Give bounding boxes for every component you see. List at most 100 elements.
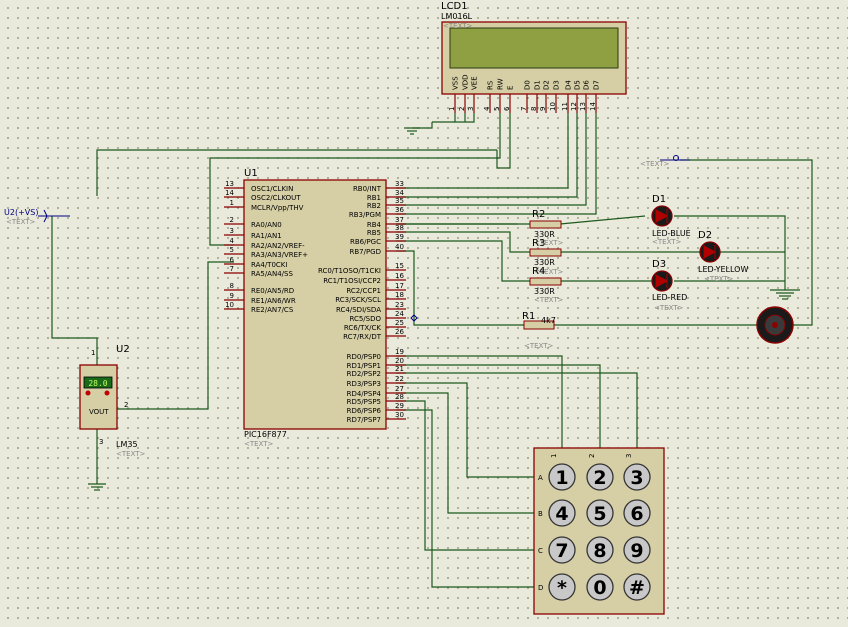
- mcu-pin-name: RE1/AN6/WR: [251, 297, 296, 305]
- keypad-key[interactable]: [586, 463, 614, 491]
- lcd-part: LM016L: [441, 12, 473, 21]
- keypad-key[interactable]: [623, 499, 651, 527]
- lcd-screen: [449, 27, 619, 69]
- resistor-r4[interactable]: R4 330R <TEXT>: [529, 266, 564, 304]
- mcu-body: [243, 179, 387, 430]
- mcu-pin-number: 22: [395, 375, 404, 383]
- d3-text: <TEXT>: [654, 304, 684, 312]
- mcu-pin-name: RB3/PGM: [349, 211, 381, 219]
- lcd-pin-name: D3: [553, 80, 561, 90]
- mcu-pin-name: RD4/PSP4: [347, 390, 382, 398]
- lcd-pin-name: VDD: [462, 74, 470, 90]
- motor-probe[interactable]: <TEXT>: [640, 155, 690, 169]
- mcu-pin-name: RD6/PSP6: [347, 407, 382, 415]
- mcu-pin-number: 4: [230, 237, 235, 245]
- lcd-pin-number: 7: [520, 107, 528, 111]
- mcu-pin-number: 40: [395, 243, 404, 251]
- lcd-pin-name: VSS: [452, 76, 460, 90]
- keypad-row-label: D: [538, 584, 543, 592]
- lcd-pin-number: 14: [589, 102, 597, 111]
- keypad-key[interactable]: [548, 573, 576, 601]
- mcu-pin-name: MCLR/Vpp/THV: [251, 204, 304, 212]
- keypad-key[interactable]: [623, 573, 651, 601]
- ground-symbol: [404, 127, 420, 135]
- sensor-button-down[interactable]: [85, 390, 91, 396]
- mcu-pin-number: 24: [395, 310, 404, 318]
- keypad-key[interactable]: [586, 573, 614, 601]
- keypad-key[interactable]: [623, 536, 651, 564]
- keypad-key[interactable]: [586, 536, 614, 564]
- resistor-r3[interactable]: R3 330R <TEXT>: [529, 238, 564, 276]
- mcu-pin-name: RC7/RX/DT: [343, 333, 382, 341]
- sensor-pin-3: 3: [99, 438, 103, 446]
- mcu-pin-number: 35: [395, 197, 404, 205]
- mcu-pin-name: RD7/PSP7: [347, 416, 381, 424]
- keypad-key[interactable]: [623, 463, 651, 491]
- lcd-pin-name: D7: [593, 80, 601, 90]
- voltage-probe[interactable]: U2(+VS) <TEXT>: [4, 208, 70, 226]
- keypad-key[interactable]: [548, 463, 576, 491]
- lcd-pin-number: 11: [561, 102, 569, 111]
- mcu-pin-number: 16: [395, 272, 404, 280]
- sensor-ref: U2: [116, 344, 130, 355]
- sensor-text: <TEXT>: [116, 450, 146, 458]
- pic16f877-mcu[interactable]: U1 PIC16F877 <TEXT> 13OSC1/CLKIN14OSC2/C…: [224, 168, 406, 448]
- mcu-pin-name: RB6/PGC: [350, 238, 381, 246]
- sensor-button-up[interactable]: [104, 390, 110, 396]
- keypad-key-label: 2: [593, 467, 606, 489]
- lcd-pin-number: 5: [493, 107, 501, 111]
- mcu-pin-number: 20: [395, 357, 404, 365]
- lcd-pin-number: 4: [483, 106, 491, 111]
- lcd-pin-number: 12: [570, 102, 578, 111]
- keypad-key-label: 4: [555, 503, 568, 525]
- keypad-key-label: #: [629, 577, 645, 599]
- resistor-r1[interactable]: R1 4k7 <TEXT>: [522, 311, 556, 350]
- lcd-pin-number: 9: [539, 107, 547, 111]
- keypad-key[interactable]: [548, 499, 576, 527]
- mcu-pin-name: RD2/PSP2: [347, 370, 381, 378]
- resistor-r2[interactable]: R2 330R <TEXT>: [529, 209, 564, 247]
- mcu-pin-name: OSC1/CLKIN: [251, 185, 293, 193]
- dc-motor[interactable]: [756, 306, 794, 344]
- mcu-pin-number: 26: [395, 328, 404, 336]
- mcu-pin-number: 1: [230, 199, 234, 207]
- r1-ref: R1: [522, 311, 535, 322]
- sensor-body: [79, 364, 118, 430]
- ground-symbol: [776, 292, 794, 300]
- led-d3[interactable]: D3 LED-RED <TEXT>: [651, 259, 687, 312]
- lcd-pin-name: E: [507, 86, 515, 90]
- mcu-pin-number: 37: [395, 216, 404, 224]
- mcu-pin-name: RE0/AN5/RD: [251, 287, 294, 295]
- keypad-key[interactable]: [586, 499, 614, 527]
- lcd-pin-name: D2: [543, 80, 551, 90]
- mcu-pin-number: 18: [395, 291, 404, 299]
- mcu-pin-number: 6: [230, 256, 235, 264]
- lcd-pin-number: 10: [549, 102, 557, 111]
- sensor-part: LM35: [116, 440, 138, 449]
- d3-part: LED-RED: [652, 293, 687, 302]
- mcu-pin-number: 29: [395, 402, 404, 410]
- led-d2[interactable]: D2 LED-YELLOW <TEXT>: [698, 230, 748, 283]
- lcd-display[interactable]: LCD1 LM016L <TEXT> VSS1VDD2VEE3RS4RW5E6D…: [441, 1, 627, 113]
- lcd-pin-name: D0: [524, 80, 532, 90]
- r3-text: <TEXT>: [534, 268, 564, 276]
- mcu-pin-number: 2: [230, 216, 234, 224]
- mcu-pin-name: RD1/PSP1: [347, 362, 381, 370]
- lm35-sensor[interactable]: 28.0 VOUT U2 LM35 <TEXT> 1 2 3: [79, 344, 146, 458]
- r4-ref: R4: [532, 266, 545, 277]
- keypad-key[interactable]: [548, 536, 576, 564]
- led-d1[interactable]: D1 LED-BLUE <TEXT>: [651, 194, 691, 246]
- mcu-pin-number: 7: [230, 265, 234, 273]
- lcd-pin-number: 3: [467, 107, 475, 111]
- lcd-pin-name: RW: [497, 78, 505, 90]
- mcu-pin-name: RD3/PSP3: [347, 380, 381, 388]
- sensor-reading: 28.0: [88, 379, 107, 388]
- r3-value: 330R: [534, 258, 555, 267]
- mcu-pin-name: RD0/PSP0: [347, 353, 381, 361]
- sensor-display: [83, 376, 113, 389]
- r2-ref: R2: [532, 209, 545, 220]
